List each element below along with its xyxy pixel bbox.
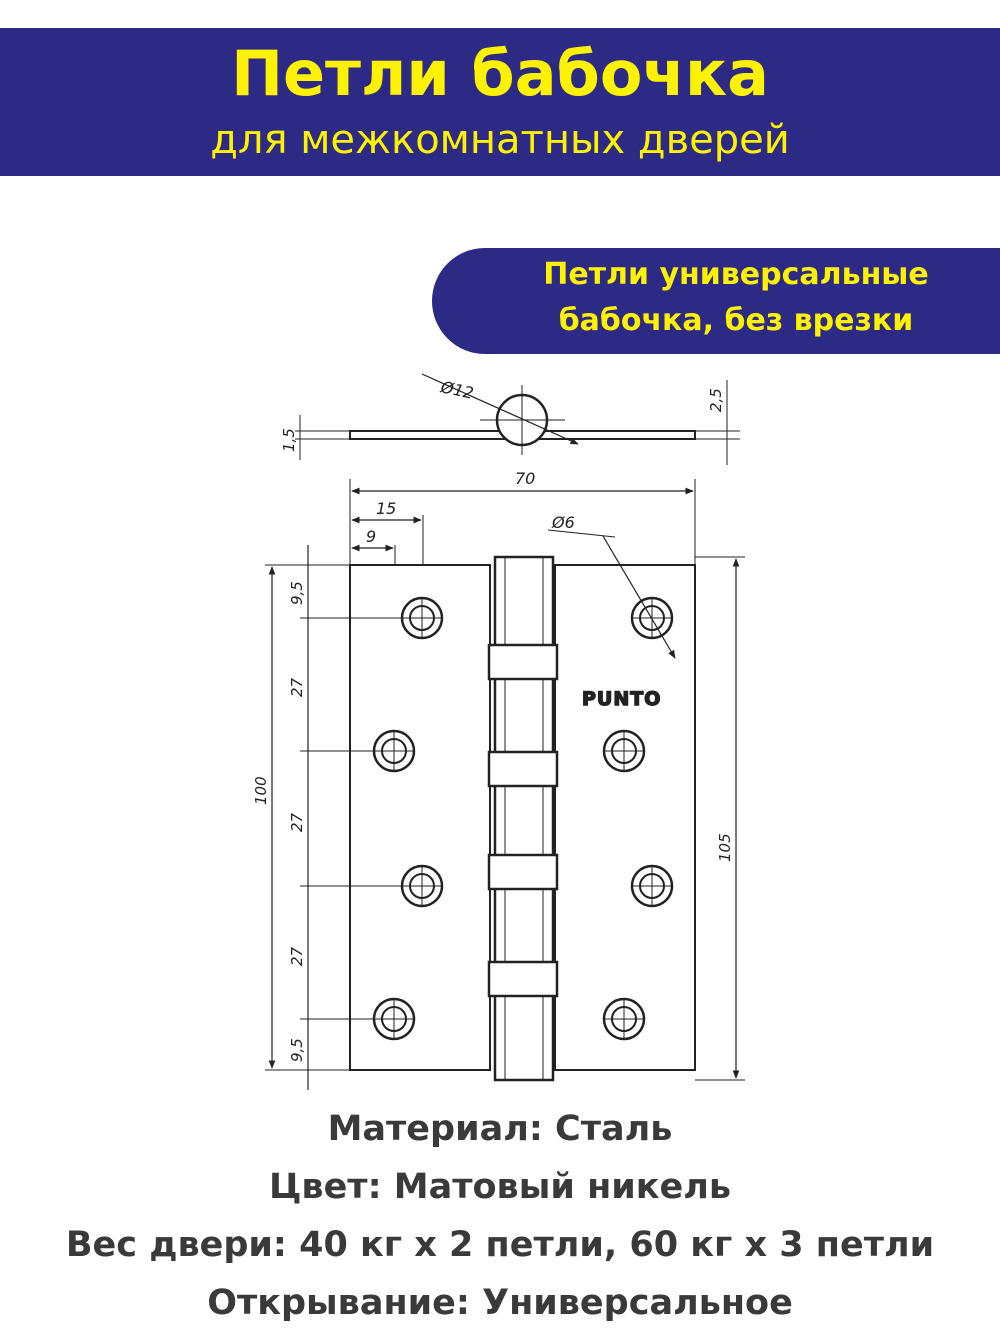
bottom-margin-label: 9,5	[288, 1038, 306, 1062]
thickness-right-label: 2,5	[707, 388, 725, 412]
hole-leader-line	[547, 529, 616, 538]
spacing-2-label: 27	[288, 812, 306, 832]
offset-15-label: 15	[376, 499, 396, 518]
spec-opening: Открывание: Универсальное	[207, 1283, 793, 1323]
pin-height-label: 105	[716, 833, 734, 862]
spacing-3-label: 27	[288, 946, 306, 966]
pin-diameter-label: Ø12	[438, 377, 475, 403]
hole-leader-arrow	[602, 535, 676, 659]
title-banner: Петли бабочка для межкомнатных дверей	[0, 28, 1000, 176]
vertical-dimensions	[265, 545, 745, 1090]
spec-material: Материал: Сталь	[327, 1109, 673, 1149]
brand-logo: PUNTO	[582, 688, 661, 710]
spec-color: Цвет: Матовый никель	[268, 1167, 732, 1207]
dimension-labels: Ø12 2,5 1,5 70 15 9 Ø6 9,5 27 27 27 9,5 …	[252, 377, 734, 1062]
specifications: Материал: Сталь Цвет: Матовый никель Вес…	[0, 1100, 1000, 1332]
top-margin-label: 9,5	[288, 581, 306, 605]
hinge-plates	[349, 555, 696, 1082]
page-title: Петли бабочка	[231, 37, 769, 110]
hole-diameter-label: Ø6	[551, 513, 575, 532]
badge-line-2: бабочка, без врезки	[558, 303, 914, 338]
feature-badge: Петли универсальные бабочка, без врезки	[432, 248, 1000, 354]
hinge-technical-drawing: Ø12 2,5 1,5 70 15 9 Ø6 9,5 27 27 27 9,5 …	[252, 373, 745, 1090]
badge-line-1: Петли универсальные	[543, 257, 929, 292]
thickness-left-label: 1,5	[280, 428, 298, 452]
spec-weight: Вес двери: 40 кг x 2 петли, 60 кг x 3 пе…	[65, 1225, 935, 1265]
top-view	[295, 373, 740, 465]
plate-height-label: 100	[252, 776, 270, 805]
total-width-label: 70	[515, 469, 535, 488]
page-subtitle: для межкомнатных дверей	[210, 117, 790, 163]
offset-9-label: 9	[366, 527, 376, 546]
spacing-1-label: 27	[288, 677, 306, 697]
